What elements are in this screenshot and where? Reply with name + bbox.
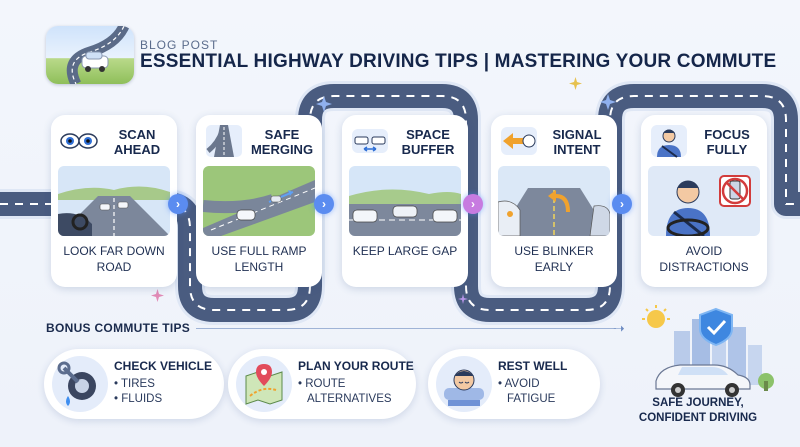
sparkle-icon [316, 96, 332, 112]
no-phone-icon [648, 166, 760, 236]
page-title: ESSENTIAL HIGHWAY DRIVING TIPS | MASTERI… [140, 51, 777, 72]
next-arrow-icon: › [314, 194, 334, 214]
seatbelt-driver-icon [649, 123, 689, 159]
step-card-scan-ahead: SCAN AHEAD LOOK FAR DOWN ROAD [51, 115, 177, 287]
tip-body: • TIRES • FLUIDS [114, 377, 162, 407]
sparkle-icon [151, 289, 164, 302]
divider [196, 328, 616, 329]
sparkle-icon [600, 94, 616, 110]
step-heading: SCAN AHEAD [113, 127, 161, 157]
tip-heading: REST WELL [498, 359, 568, 373]
two-cars-icon [350, 123, 390, 159]
map-pin-icon [236, 356, 292, 412]
city-car-shield-icon [616, 305, 788, 400]
closing-line-1: SAFE JOURNEY, [652, 397, 744, 409]
bonus-tip-plan-route: PLAN YOUR ROUTE • ROUTE ALTERNATIVES [228, 349, 416, 419]
arrow-right-icon: ➝ [613, 320, 625, 336]
step-caption: USE BLINKER EARLY [514, 244, 594, 274]
step-caption: LOOK FAR DOWN ROAD [63, 244, 165, 274]
tip-line: • FLUIDS [114, 393, 163, 405]
closing-line-2: CONFIDENT DRIVING [638, 412, 758, 424]
step-heading: SPACE BUFFER [401, 127, 455, 157]
step-heading: SIGNAL INTENT [552, 127, 602, 157]
tip-heading: CHECK VEHICLE [114, 359, 213, 373]
next-arrow-icon: › [463, 194, 483, 214]
tip-line: ALTERNATIVES [307, 393, 392, 405]
sleeping-person-icon [436, 356, 492, 412]
step-card-space-buffer: SPACE BUFFER KEEP LARGE GAP [342, 115, 468, 287]
tip-line: • ROUTE [298, 378, 346, 390]
sparkle-icon [458, 294, 468, 304]
step-card-signal-intent: SIGNAL INTENT USE BLINKER EARLY [491, 115, 617, 287]
post-kicker: BLOG POST [140, 38, 219, 52]
bonus-heading: BONUS COMMUTE TIPS [46, 321, 191, 335]
tip-line: • TIRES [114, 378, 155, 390]
step-card-safe-merging: SAFE MERGING USE FULL RAMP LENGTH [196, 115, 322, 287]
tip-body: • ROUTE ALTERNATIVES [298, 377, 392, 407]
next-arrow-icon: › [612, 194, 632, 214]
tip-line: • AVOID [498, 378, 540, 390]
step-caption: AVOID DISTRACTIONS [659, 244, 749, 274]
highway-view-icon [58, 166, 170, 236]
on-ramp-icon [203, 166, 315, 236]
tip-line: FATIGUE [507, 393, 556, 405]
step-heading: FOCUS FULLY [704, 127, 750, 157]
step-heading: SAFE MERGING [250, 127, 314, 157]
step-card-focus-fully: FOCUS FULLY AVOID DISTRACTIONS [641, 115, 767, 287]
step-caption: KEEP LARGE GAP [352, 244, 458, 258]
tip-body: • AVOID FATIGUE [498, 377, 555, 407]
eyes-icon [59, 123, 99, 159]
lane-change-icon [498, 166, 610, 236]
next-arrow-icon: › [168, 194, 188, 214]
bonus-tip-check-vehicle: CHECK VEHICLE • TIRES • FLUIDS [44, 349, 224, 419]
turn-signal-icon [499, 123, 539, 159]
tip-heading: PLAN YOUR ROUTE [298, 359, 414, 373]
spaced-cars-icon [349, 166, 461, 236]
closing-message: SAFE JOURNEY, CONFIDENT DRIVING [604, 396, 792, 426]
tire-wrench-icon [52, 356, 108, 412]
merge-road-icon [204, 123, 244, 159]
winding-road-logo-icon [46, 26, 134, 84]
step-caption: USE FULL RAMP LENGTH [211, 244, 307, 274]
bonus-tip-rest-well: REST WELL • AVOID FATIGUE [428, 349, 600, 419]
